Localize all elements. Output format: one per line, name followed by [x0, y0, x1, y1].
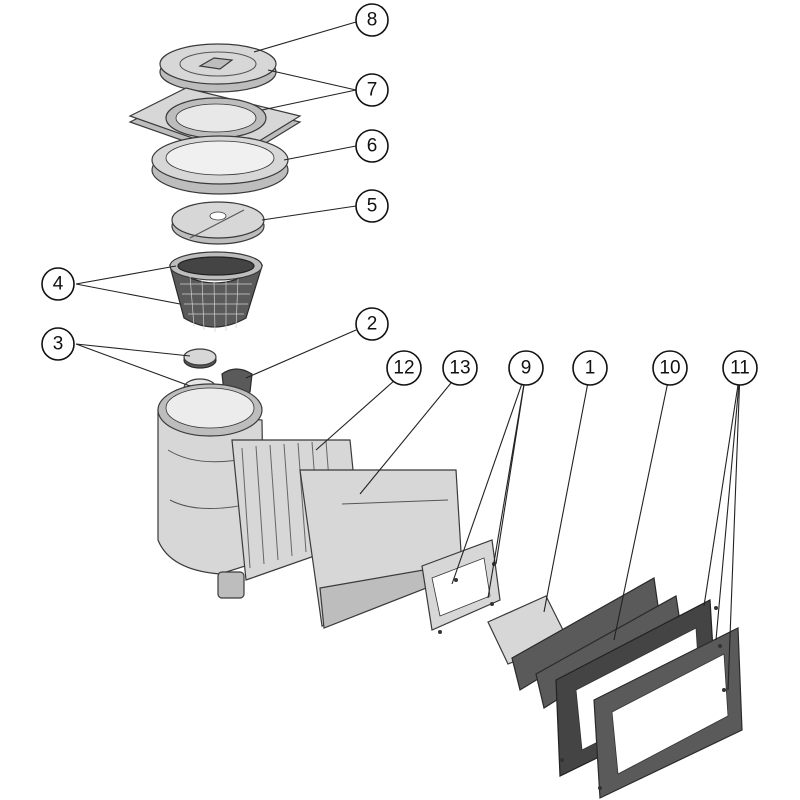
callout-8-label: 8: [367, 10, 378, 31]
callout-4: 4: [41, 267, 75, 301]
callout-9: 9: [508, 350, 544, 386]
callout-5-label: 5: [367, 196, 378, 217]
callout-1: 1: [572, 350, 608, 386]
callout-10-label: 10: [659, 358, 680, 379]
part-skimmer-body: [157, 383, 463, 629]
callout-7: 7: [355, 73, 389, 107]
callout-13: 13: [442, 350, 478, 386]
callout-11-label: 11: [730, 358, 750, 379]
callout-1-label: 1: [585, 358, 596, 379]
part-disc: [171, 201, 265, 245]
callout-12: 12: [386, 350, 422, 386]
callout-2-label: 2: [367, 314, 378, 335]
callout-9-label: 9: [521, 358, 532, 379]
part-lid: [159, 43, 277, 93]
callout-7-label: 7: [367, 80, 378, 101]
leader-lines: [75, 21, 741, 691]
callout-6: 6: [355, 129, 389, 163]
part-ring: [151, 135, 289, 195]
callout-5: 5: [355, 189, 389, 223]
callout-8: 8: [355, 3, 389, 37]
callout-13-label: 13: [449, 358, 470, 379]
callout-3-label: 3: [53, 334, 64, 355]
callout-10: 10: [652, 350, 688, 386]
part-faceplates: [555, 599, 743, 799]
callout-4-label: 4: [53, 274, 64, 295]
callout-2: 2: [355, 307, 389, 341]
callout-11: 11: [722, 350, 758, 386]
callout-6-label: 6: [367, 136, 378, 157]
callout-12-label: 12: [393, 358, 414, 379]
part-front-frame: [421, 539, 501, 634]
callout-3: 3: [41, 327, 75, 361]
part-basket: [168, 251, 264, 333]
